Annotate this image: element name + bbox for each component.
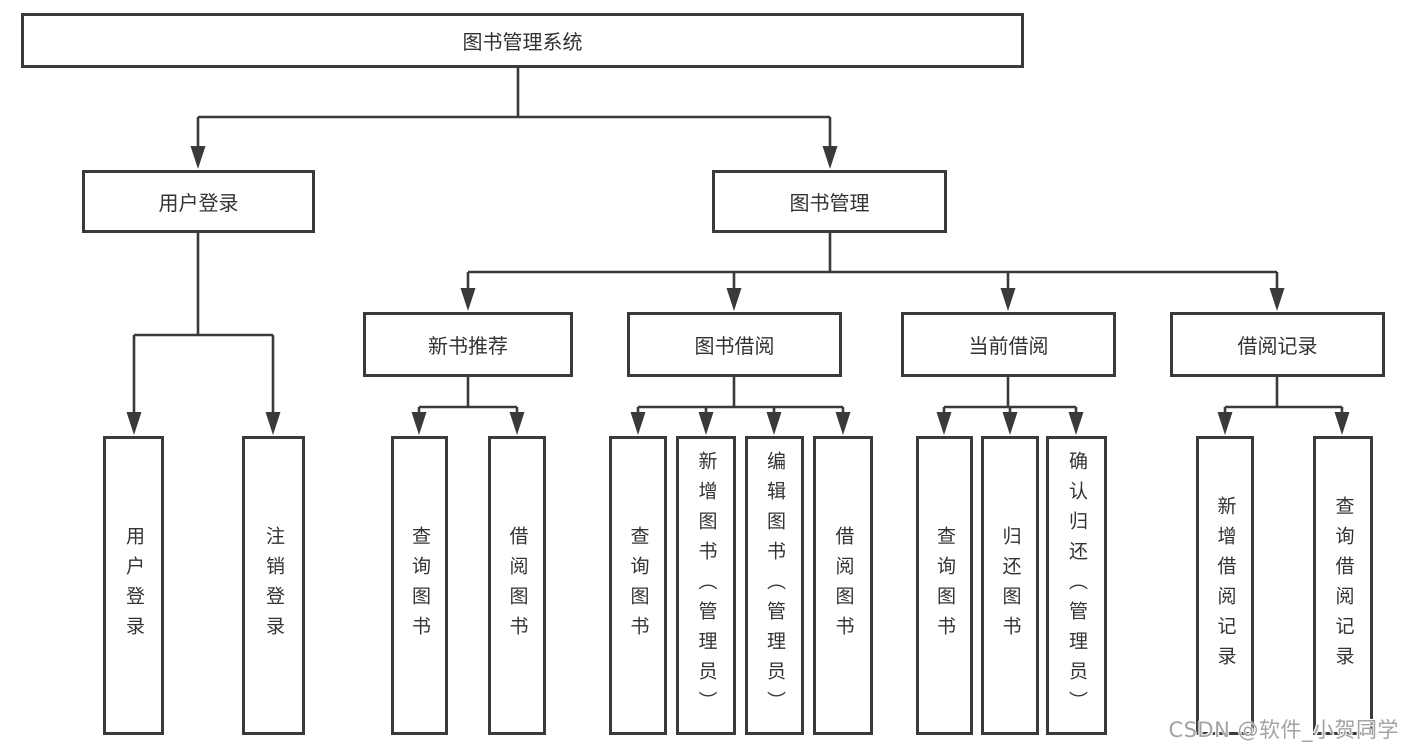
node-new-book-recommendation: 新书推荐 <box>363 312 573 377</box>
leaf-return-books: 归还图书 <box>981 436 1039 735</box>
node-label: 用户登录 <box>122 525 145 646</box>
leaf-confirm-return-admin: 确认归还（管理员） <box>1046 436 1107 735</box>
node-book-borrowing: 图书借阅 <box>627 312 842 377</box>
node-label: 借阅图书 <box>832 525 855 646</box>
leaf-logout: 注销登录 <box>242 436 305 735</box>
leaf-query-books-borrowing: 查询图书 <box>609 436 667 735</box>
node-label: 图书管理 <box>789 191 870 215</box>
node-label: 用户登录 <box>158 191 239 215</box>
node-label: 当前借阅 <box>968 334 1049 358</box>
node-user-login: 用户登录 <box>82 170 315 233</box>
node-label: 归还图书 <box>999 525 1022 646</box>
node-label: 新书推荐 <box>428 334 508 358</box>
node-label: 注销登录 <box>262 525 285 646</box>
leaf-query-books-current: 查询图书 <box>916 436 973 735</box>
leaf-user-login: 用户登录 <box>103 436 164 735</box>
csdn-watermark: CSDN @软件_小贺同学 <box>1168 718 1399 742</box>
leaf-add-books-admin: 新增图书（管理员） <box>676 436 736 735</box>
node-label: 新增借阅记录 <box>1214 495 1237 676</box>
connector-paths <box>132 67 1344 416</box>
arrowheads <box>126 146 1350 435</box>
node-current-borrowing: 当前借阅 <box>901 312 1116 377</box>
node-label: 图书借阅 <box>694 334 775 358</box>
node-library-management-system: 图书管理系统 <box>21 13 1024 68</box>
leaf-borrow-books-recommend: 借阅图书 <box>488 436 546 735</box>
node-label: 新增图书（管理员） <box>695 450 718 721</box>
node-label: 图书管理系统 <box>462 30 583 54</box>
leaf-query-borrow-record: 查询借阅记录 <box>1313 436 1373 735</box>
node-label: 编辑图书（管理员） <box>763 450 786 721</box>
node-label: 查询图书 <box>627 525 650 646</box>
leaf-edit-books-admin: 编辑图书（管理员） <box>745 436 804 735</box>
node-label: 确认归还（管理员） <box>1065 450 1088 721</box>
leaf-borrow-books-borrowing: 借阅图书 <box>813 436 873 735</box>
node-label: 借阅记录 <box>1237 334 1318 358</box>
node-label: 查询图书 <box>408 525 431 646</box>
leaf-query-books-recommend: 查询图书 <box>391 436 448 735</box>
node-label: 查询借阅记录 <box>1332 495 1355 676</box>
leaf-add-borrow-record: 新增借阅记录 <box>1196 436 1254 735</box>
node-borrowing-records: 借阅记录 <box>1170 312 1385 377</box>
node-label: 借阅图书 <box>506 525 529 646</box>
node-label: 查询图书 <box>933 525 956 646</box>
node-book-management: 图书管理 <box>712 170 947 233</box>
